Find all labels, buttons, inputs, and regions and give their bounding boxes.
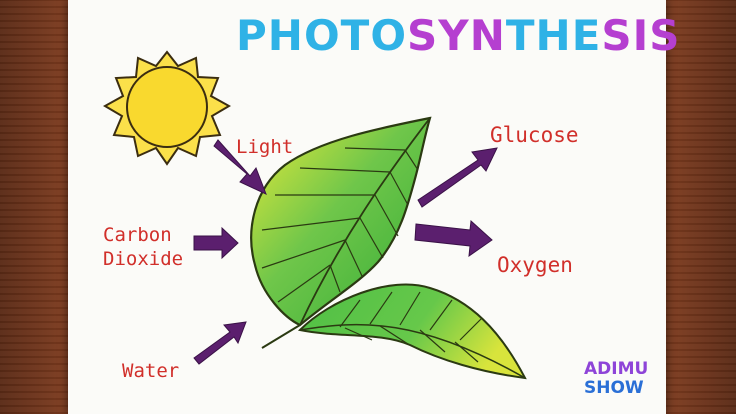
title-letter: O [370,11,408,60]
label-oxygen: Oxygen [497,253,573,277]
title-letter: P [236,11,268,60]
arrow-oxygen [414,219,493,258]
title-letter: H [535,11,572,60]
leaf-icon [250,116,432,349]
title-letter: I [632,11,650,60]
title-letter: S [407,11,439,60]
arrow-glucose [417,147,498,208]
title-letter: N [469,11,506,60]
title-letter: E [571,11,602,60]
title-letter: H [267,11,304,60]
label-light: Light [236,136,294,158]
logo-line2: SHOW [584,378,644,398]
label-carbon-line1: Carbon [103,224,172,246]
arrow-light [213,139,267,195]
title-letter: S [649,11,681,60]
arrow-water [193,321,247,365]
label-water: Water [122,360,180,382]
arrow-carbon-dioxide [193,226,239,260]
sun-icon [102,50,232,166]
logo-line1: ADIMU [584,359,649,379]
channel-logo: ADIMU SHOW [584,360,654,398]
title-letter: Y [438,11,470,60]
label-glucose: Glucose [490,123,579,147]
title-letter: O [303,11,341,60]
label-carbon-line2: Dioxide [103,248,184,270]
small-leaf-icon [297,283,527,380]
title-letter: T [505,11,536,60]
diagram-title: PHOTOSYNTHESIS [236,6,680,66]
title-letter: S [601,11,633,60]
title-letter: T [340,11,371,60]
